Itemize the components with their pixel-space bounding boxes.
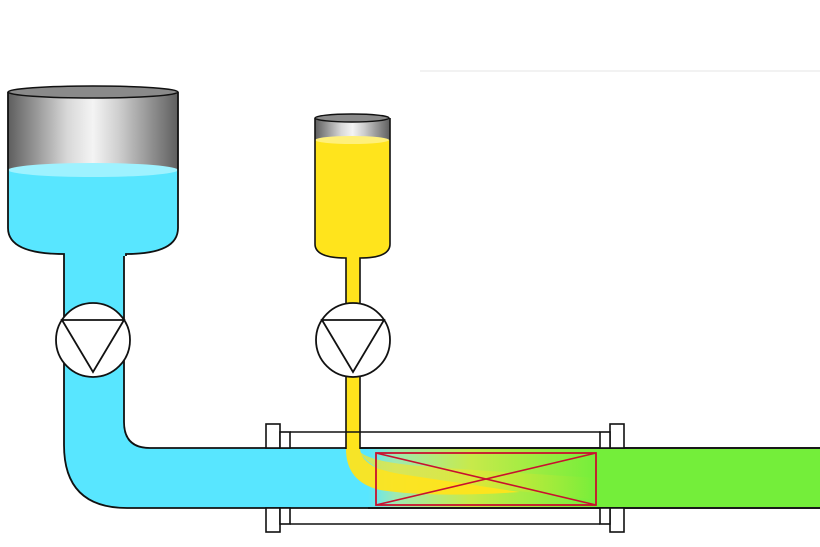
flange-left (265, 423, 368, 533)
yellow-injection-tail (360, 452, 598, 500)
yellow-pipe-outline (345, 262, 361, 449)
blue-tank-metal-body (8, 92, 178, 172)
blue-tank (7, 85, 179, 256)
yellow-tank-outline (314, 118, 391, 262)
flange-right-top-inner (599, 431, 611, 449)
yellow-tank-metal-body (315, 118, 390, 142)
static-mixer (375, 452, 597, 506)
blue-pipe (64, 256, 368, 508)
blue-tank-rim (7, 85, 179, 99)
yellow-tank-liquid (315, 140, 390, 262)
pump-2 (315, 302, 391, 378)
flange-right (368, 423, 625, 533)
flange-left-top-outer (265, 423, 281, 449)
pump-1 (55, 302, 131, 378)
blue-tank-outline (7, 92, 179, 256)
flange-left-bottom-outer (265, 507, 281, 533)
static-mixer-frame (375, 452, 597, 506)
pump-1-body (55, 302, 131, 378)
flange-right-bottom-outer (609, 507, 625, 533)
main-pipe-outline (360, 447, 820, 509)
flange-right-bottom-inner (599, 507, 611, 525)
mixed-outlet-fluid (598, 449, 820, 507)
pump-symbol-icon (320, 319, 386, 374)
static-mixer-diagonal-2 (375, 452, 597, 506)
flange-right-top-outer (609, 423, 625, 449)
flange-left-top-inner (279, 431, 291, 449)
blue-tank-liquid-surface (8, 163, 178, 177)
blue-tank-liquid (8, 170, 178, 256)
flange-left-bottom-inner (279, 507, 291, 525)
yellow-tank (314, 113, 391, 262)
yellow-injection-plume (346, 449, 520, 495)
pump-2-body (315, 302, 391, 378)
yellow-tank-rim (314, 113, 390, 123)
yellow-tank-liquid-surface (315, 136, 389, 144)
pump-symbol-icon (60, 319, 126, 374)
